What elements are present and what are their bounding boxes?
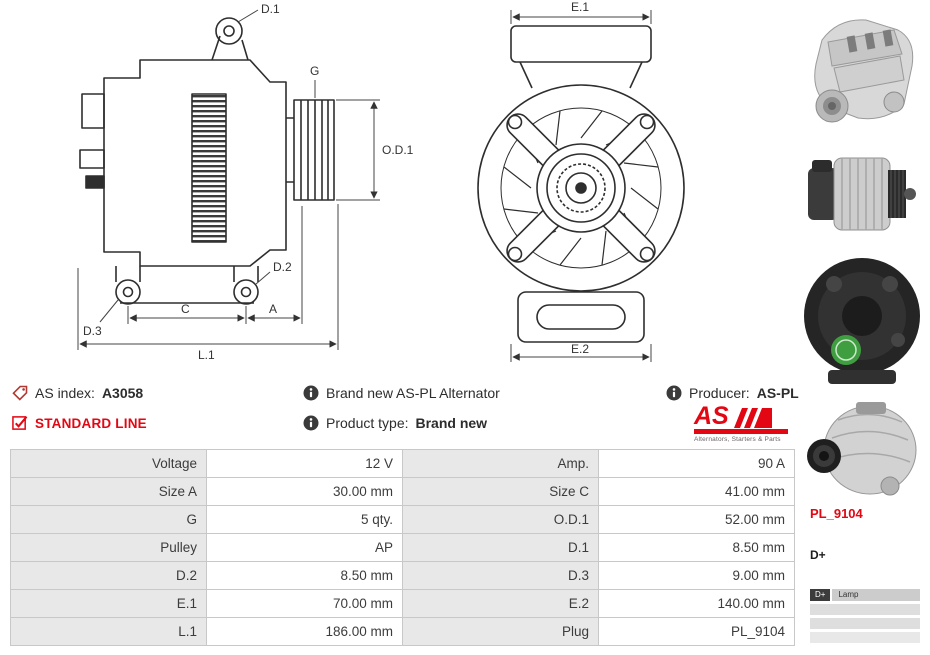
legend-label: Lamp [832,589,920,601]
spec-label: Plug [402,617,599,646]
table-row: Pulley AP D.1 8.50 mm [10,533,795,562]
table-row: G 5 qty. O.D.1 52.00 mm [10,505,795,534]
spec-label: G [10,505,207,534]
plug-code: PL_9104 [810,506,863,521]
dim-label-g: G [310,64,319,78]
dim-label-e1: E.1 [571,0,589,14]
side-view-diagram: D.1 G O.D.1 D.2 D.3 C A L.1 [77,2,414,362]
aspl-logo-subtext: Alternators, Starters & Parts [694,436,781,443]
terminal-label: D+ [810,548,826,562]
spec-value: 90 A [598,449,795,478]
producer-row: Producer: AS-PL [666,383,799,403]
brand-new-text: Brand new AS-PL Alternator [326,385,500,401]
aspl-logo-text: AS [694,402,729,430]
aspl-logo-stripes-icon [733,408,772,428]
spec-label: Size C [402,477,599,506]
spec-table: Voltage 12 V Amp. 90 A Size A 30.00 mm S… [10,449,795,646]
as-index-label: AS index: [35,385,95,401]
dim-label-d1: D.1 [261,2,280,16]
as-index-row: AS index: A3058 [12,383,143,403]
spec-label: L.1 [10,617,207,646]
spec-value: 5 qty. [206,505,403,534]
dim-label-l1: L.1 [198,348,215,362]
info-icon [666,385,682,401]
legend-pin: D+ [810,589,831,601]
table-row: L.1 186.00 mm Plug PL_9104 [10,617,795,646]
product-photo-quarter-pulley [798,394,926,508]
product-photo-rear [798,248,926,390]
standard-line-text: STANDARD LINE [35,415,147,431]
table-row: D.2 8.50 mm D.3 9.00 mm [10,561,795,590]
spec-label: D.3 [402,561,599,590]
product-type-value: Brand new [415,415,488,431]
spec-value: 140.00 mm [598,589,795,618]
tag-icon [12,385,28,401]
spec-value: 52.00 mm [598,505,795,534]
producer-label: Producer: [689,385,750,401]
legend-bar [810,618,920,629]
legend-bar [810,632,920,643]
aspl-logo-bar [694,429,788,434]
standard-line-row: STANDARD LINE [12,413,147,433]
spec-value: 70.00 mm [206,589,403,618]
dim-label-d2: D.2 [273,260,292,274]
spec-value: 186.00 mm [206,617,403,646]
spec-value: 12 V [206,449,403,478]
product-type-label: Product type: [326,415,409,431]
spec-value: 9.00 mm [598,561,795,590]
spec-label: O.D.1 [402,505,599,534]
info-icon [303,385,319,401]
producer-value: AS-PL [756,385,799,401]
dim-label-d3: D.3 [83,324,102,338]
product-photo-side [798,142,926,244]
dim-label-e2: E.2 [571,342,589,356]
product-type-row: Product type: Brand new [303,413,487,433]
spec-value: PL_9104 [598,617,795,646]
table-row: E.1 70.00 mm E.2 140.00 mm [10,589,795,618]
aspl-logo: AS Alternators, Starters & Parts [694,404,794,443]
brand-new-row: Brand new AS-PL Alternator [303,383,500,403]
spec-value: 30.00 mm [206,477,403,506]
spec-value: AP [206,533,403,562]
spec-label: Voltage [10,449,207,478]
spec-label: Pulley [10,533,207,562]
dim-label-a: A [269,302,277,316]
legend-bar [810,604,920,615]
spec-value: 8.50 mm [206,561,403,590]
spec-label: D.2 [10,561,207,590]
spec-value: 41.00 mm [598,477,795,506]
front-view-diagram: E.1 E.2 [477,0,685,362]
plug-legend: D+ Lamp [810,589,920,646]
spec-label: E.1 [10,589,207,618]
checkbox-checked-icon [12,415,28,431]
table-row: Size A 30.00 mm Size C 41.00 mm [10,477,795,506]
as-index-value: A3058 [101,385,144,401]
spec-label: E.2 [402,589,599,618]
spec-value: 8.50 mm [598,533,795,562]
dim-label-c: C [181,302,190,316]
spec-label: D.1 [402,533,599,562]
spec-label: Amp. [402,449,599,478]
product-photo-front-quarter [798,6,926,136]
spec-label: Size A [10,477,207,506]
info-icon [303,415,319,431]
dim-label-od1: O.D.1 [382,143,414,157]
table-row: Voltage 12 V Amp. 90 A [10,449,795,478]
